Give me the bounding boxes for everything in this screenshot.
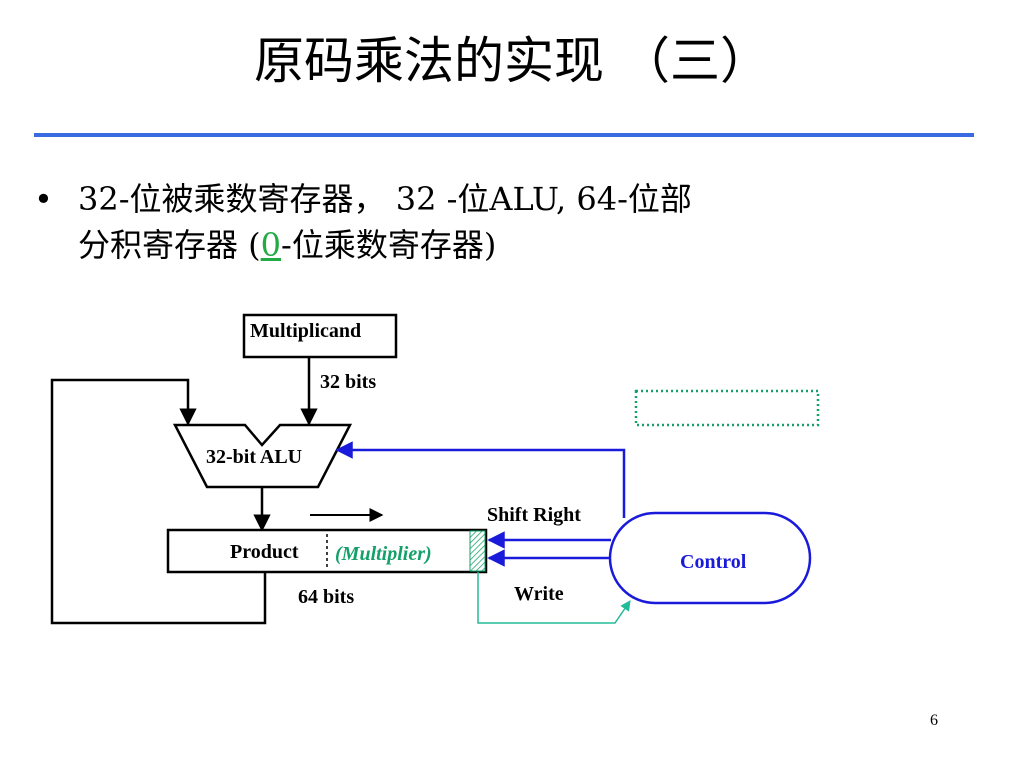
product-feedback-path (50, 378, 267, 625)
multiplicand-width-label: 32 bits (320, 371, 377, 393)
shift-right-label: Shift Right (487, 504, 581, 526)
bullet-line-2-prefix: 分积寄存器 ( (78, 226, 261, 264)
slide-title: 原码乘法的实现 （三） (254, 32, 770, 90)
control-label: Control (680, 551, 747, 573)
zero-link[interactable]: 0 (260, 226, 282, 264)
product-width-label: 64 bits (298, 586, 355, 608)
multiplicand-label: Multiplicand (250, 320, 362, 342)
product-label: Product (230, 541, 299, 563)
control-to-alu-arrow (335, 441, 626, 518)
alu-label: 32-bit ALU (206, 446, 303, 468)
bullet-marker: • (34, 180, 53, 218)
alu-shape (172, 423, 353, 489)
bullet-line-1: 32-位被乘数寄存器， 32 -位ALU, 64-位部 (78, 180, 692, 218)
multiplicand-register (242, 313, 398, 359)
title-divider (34, 133, 974, 137)
bullet-line-2: 分积寄存器 (0-位乘数寄存器) (78, 222, 496, 268)
empty-placeholder-box (634, 389, 820, 427)
bullet-line-2-suffix: -位乘数寄存器) (281, 226, 497, 264)
write-label: Write (514, 583, 564, 605)
page-number: 6 (930, 712, 938, 729)
lsb-test-path (477, 572, 631, 624)
lsb-bit (469, 530, 486, 572)
multiplier-label: (Multiplier) (335, 543, 432, 565)
